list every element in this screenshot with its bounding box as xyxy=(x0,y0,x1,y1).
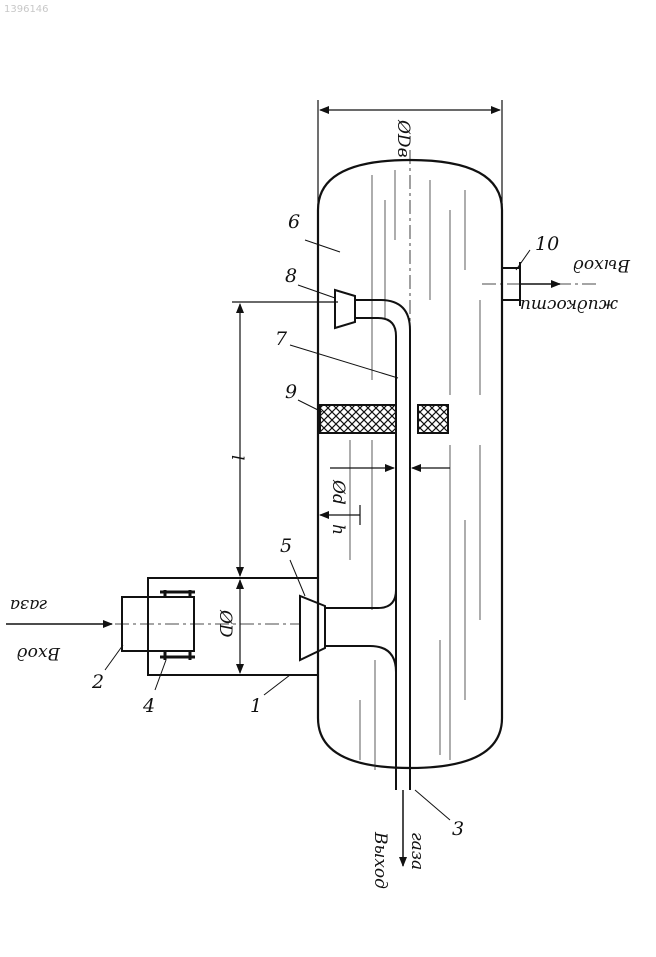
liquid-hatching xyxy=(350,170,480,770)
mesh-pad-right xyxy=(418,405,448,433)
callout-4: 4 xyxy=(142,695,155,717)
watermark: 1396146 xyxy=(4,4,49,15)
callout-9: 9 xyxy=(285,381,297,403)
gas-outlet-label-left: Выход xyxy=(370,831,390,889)
upper-cone xyxy=(335,290,355,328)
mesh-pad-left xyxy=(320,405,396,433)
gas-inlet-label-top: газа xyxy=(10,595,48,615)
callout-5: 5 xyxy=(280,535,292,557)
callout-7: 7 xyxy=(275,328,288,350)
callout-3: 3 xyxy=(452,818,464,840)
callout-10: 10 xyxy=(535,233,559,255)
callout-8: 8 xyxy=(285,265,297,287)
length-label: l xyxy=(227,455,247,460)
inlet-flanges xyxy=(160,590,195,660)
callout-2: 2 xyxy=(91,671,104,693)
pipe-diameter-label: Ød xyxy=(328,479,348,505)
lower-bend-pipe xyxy=(325,560,410,672)
callout-1: 1 xyxy=(250,695,262,717)
callout-6: 6 xyxy=(288,211,300,233)
gap-label: h xyxy=(328,524,348,535)
gas-outlet-label-right: газа xyxy=(407,832,427,870)
gas-inlet-label-bottom: Вход xyxy=(17,643,61,663)
liquid-outlet-label-line2: жидкости xyxy=(520,295,618,315)
inlet-diameter-label: ØD xyxy=(215,609,235,638)
gap-dimension xyxy=(320,505,360,525)
liquid-outlet-label-line1: Выход xyxy=(573,255,631,275)
lower-cone xyxy=(300,596,325,660)
